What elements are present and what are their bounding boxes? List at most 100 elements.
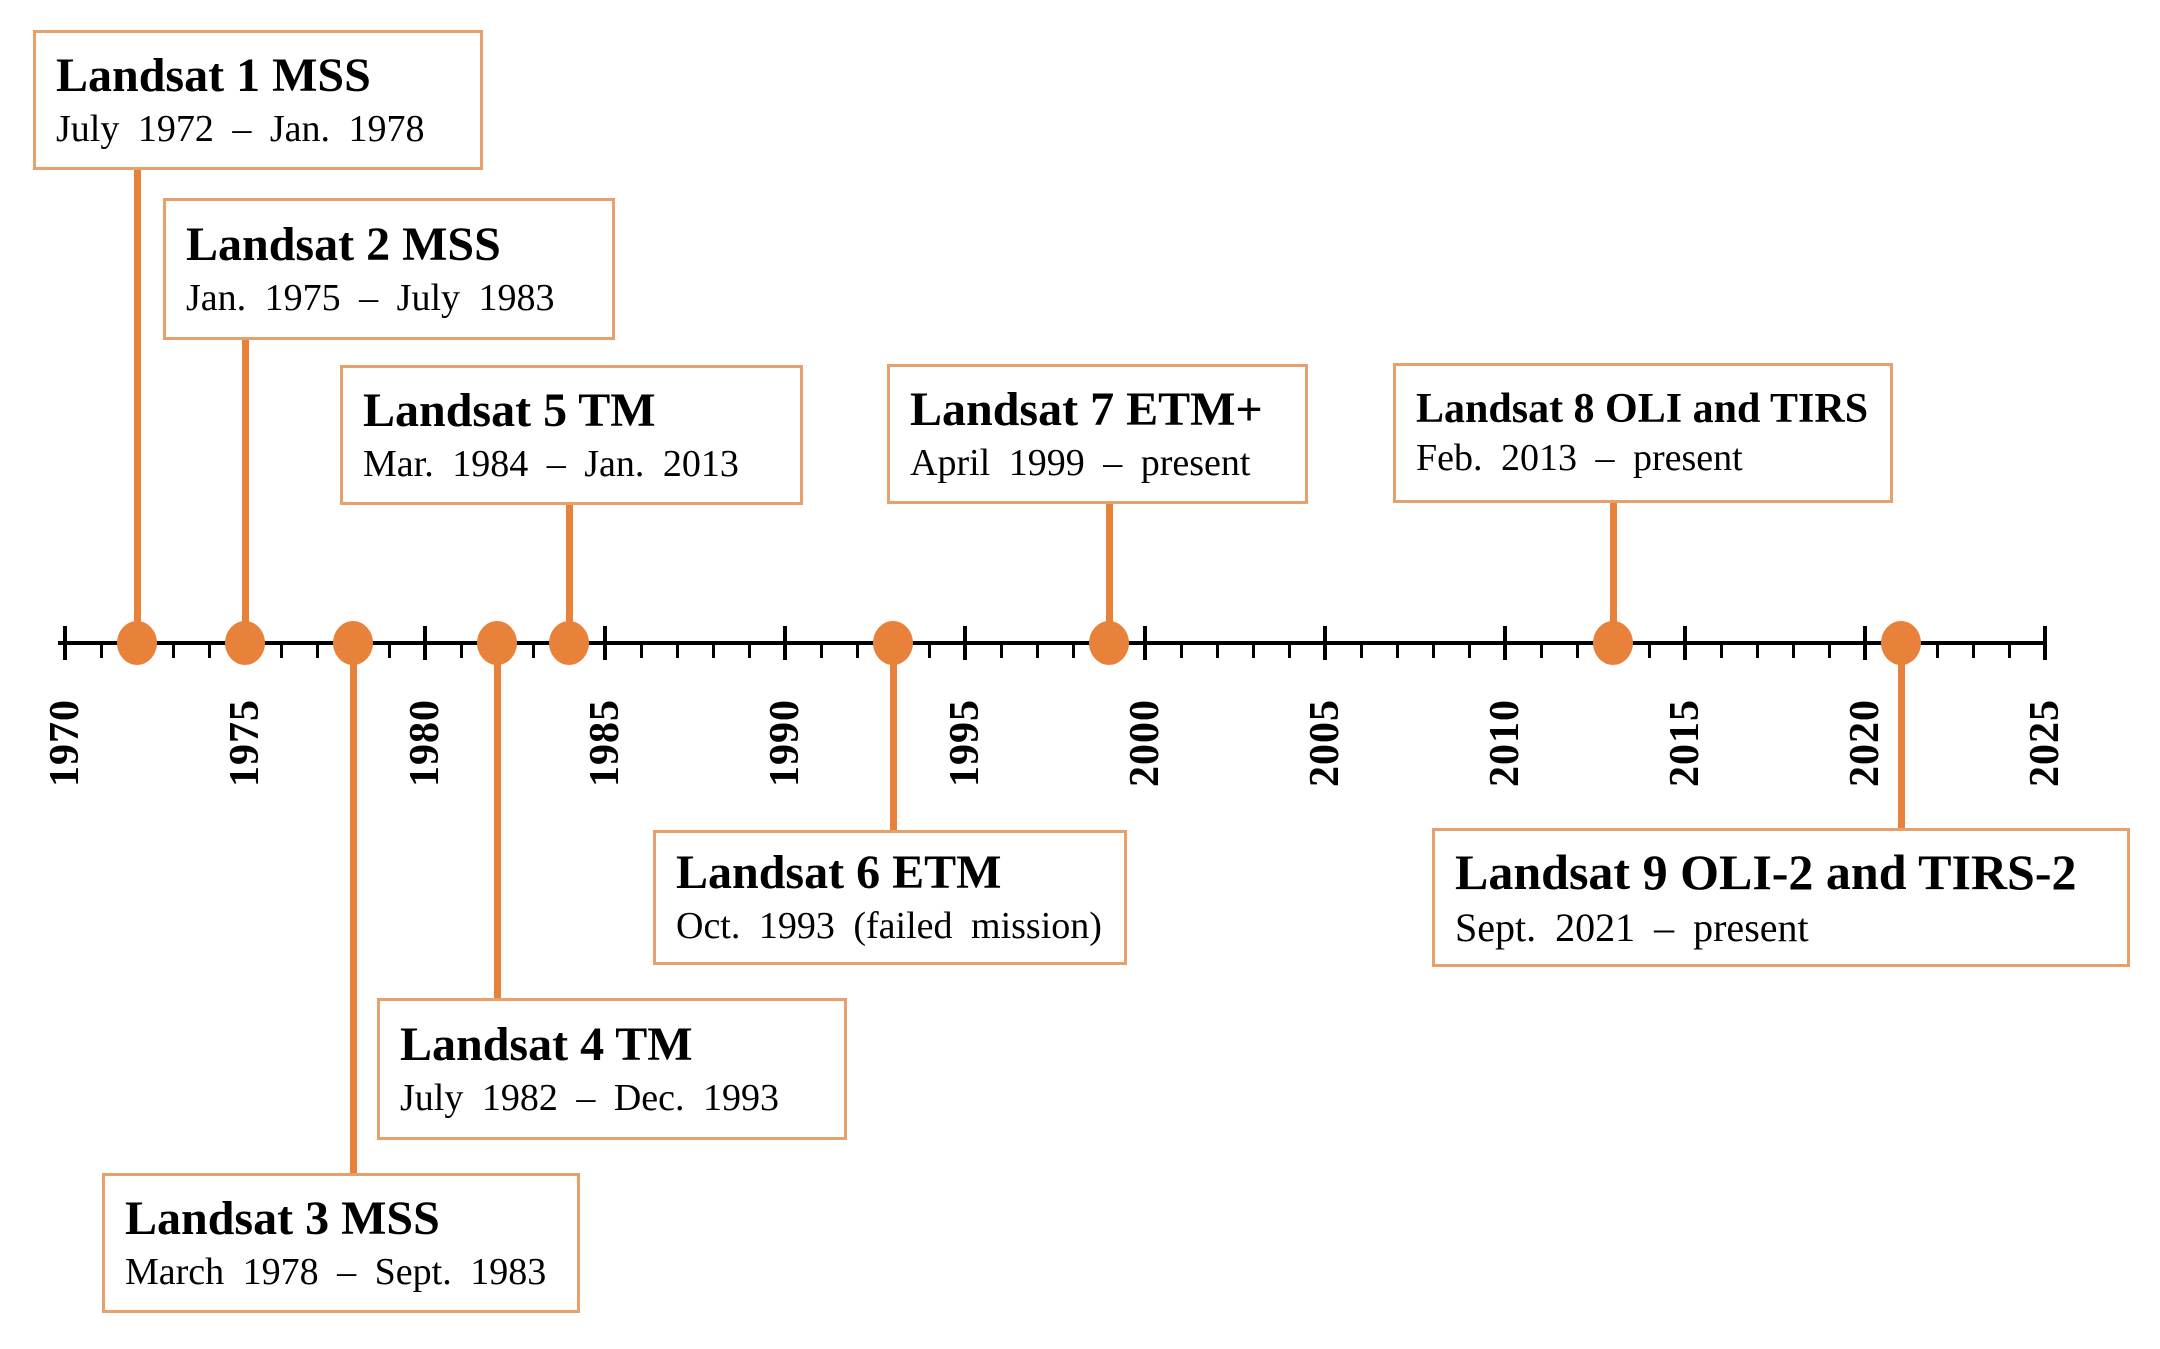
mission-connector-landsat-3 <box>350 643 357 1175</box>
launch-dot-landsat-3 <box>333 621 373 665</box>
axis-minor-tick-1991 <box>820 643 823 658</box>
mission-title-landsat-9: Landsat 9 OLI-2 and TIRS-2 <box>1455 844 2077 900</box>
year-label-1985: 1985 <box>582 668 628 818</box>
mission-connector-landsat-5 <box>566 503 573 643</box>
mission-dates-landsat-8: Feb. 2013 – present <box>1416 436 1743 479</box>
year-label-2000: 2000 <box>1122 668 1168 818</box>
axis-minor-tick-1994 <box>928 643 931 658</box>
axis-minor-tick-1974 <box>208 643 211 658</box>
axis-major-tick-1980 <box>423 626 427 660</box>
launch-dot-landsat-8 <box>1593 621 1633 665</box>
mission-title-landsat-8: Landsat 8 OLI and TIRS <box>1416 385 1869 432</box>
launch-dot-landsat-6 <box>873 621 913 665</box>
axis-major-tick-2010 <box>1503 626 1507 660</box>
year-label-text-1990: 1990 <box>762 699 808 787</box>
axis-minor-tick-2006 <box>1360 643 1363 658</box>
mission-connector-landsat-1 <box>134 168 141 643</box>
axis-minor-tick-2014 <box>1648 643 1651 658</box>
axis-minor-tick-1992 <box>856 643 859 658</box>
year-label-2010: 2010 <box>1482 668 1528 818</box>
mission-dates-landsat-6: Oct. 1993 (failed mission) <box>676 905 1102 948</box>
mission-connector-landsat-7 <box>1106 502 1113 643</box>
year-label-2020: 2020 <box>1842 668 1888 818</box>
timeline-axis <box>58 641 2047 645</box>
year-label-1970: 1970 <box>42 668 88 818</box>
year-label-text-2005: 2005 <box>1302 699 1348 787</box>
axis-minor-tick-1977 <box>316 643 319 658</box>
mission-box-landsat-6: Landsat 6 ETM Oct. 1993 (failed mission) <box>653 830 1127 965</box>
year-label-text-2020: 2020 <box>1842 699 1888 787</box>
year-label-1990: 1990 <box>762 668 808 818</box>
launch-dot-landsat-5 <box>549 621 589 665</box>
year-label-2005: 2005 <box>1302 668 1348 818</box>
year-label-1995: 1995 <box>942 668 988 818</box>
mission-title-landsat-7: Landsat 7 ETM+ <box>910 382 1263 436</box>
axis-minor-tick-2022 <box>1936 643 1939 658</box>
mission-box-landsat-2: Landsat 2 MSS Jan. 1975 – July 1983 <box>163 198 615 340</box>
mission-connector-landsat-9 <box>1898 643 1905 830</box>
year-label-text-1985: 1985 <box>582 699 628 787</box>
axis-minor-tick-2001 <box>1180 643 1183 658</box>
axis-major-tick-2005 <box>1323 626 1327 660</box>
year-label-text-1975: 1975 <box>222 699 268 787</box>
axis-minor-tick-2019 <box>1828 643 1831 658</box>
axis-minor-tick-2016 <box>1720 643 1723 658</box>
launch-dot-landsat-4 <box>477 621 517 665</box>
year-label-text-1980: 1980 <box>402 699 448 787</box>
year-label-text-2000: 2000 <box>1122 699 1168 787</box>
year-label-text-2025: 2025 <box>2022 699 2068 787</box>
mission-box-landsat-7: Landsat 7 ETM+ April 1999 – present <box>887 364 1308 504</box>
axis-major-tick-1995 <box>963 626 967 660</box>
mission-title-landsat-3: Landsat 3 MSS <box>125 1191 440 1245</box>
year-label-text-2015: 2015 <box>1662 699 1708 787</box>
mission-dates-landsat-1: July 1972 – Jan. 1978 <box>56 107 425 150</box>
mission-dates-landsat-5: Mar. 1984 – Jan. 2013 <box>363 442 739 485</box>
year-label-text-2010: 2010 <box>1482 699 1528 787</box>
axis-minor-tick-1989 <box>748 643 751 658</box>
mission-dates-landsat-3: March 1978 – Sept. 1983 <box>125 1250 547 1293</box>
mission-title-landsat-4: Landsat 4 TM <box>400 1017 693 1071</box>
mission-connector-landsat-2 <box>242 338 249 643</box>
axis-minor-tick-1973 <box>172 643 175 658</box>
axis-minor-tick-2008 <box>1432 643 1435 658</box>
launch-dot-landsat-2 <box>225 621 265 665</box>
axis-minor-tick-2023 <box>1972 643 1975 658</box>
axis-minor-tick-2017 <box>1756 643 1759 658</box>
axis-minor-tick-1971 <box>100 643 103 658</box>
mission-dates-landsat-2: Jan. 1975 – July 1983 <box>186 276 555 319</box>
year-label-text-1970: 1970 <box>42 699 88 787</box>
axis-minor-tick-1987 <box>676 643 679 658</box>
axis-major-tick-1985 <box>603 626 607 660</box>
year-label-1975: 1975 <box>222 668 268 818</box>
axis-minor-tick-1988 <box>712 643 715 658</box>
axis-minor-tick-2012 <box>1576 643 1579 658</box>
axis-major-tick-2000 <box>1143 626 1147 660</box>
axis-minor-tick-1997 <box>1036 643 1039 658</box>
axis-minor-tick-2004 <box>1288 643 1291 658</box>
mission-dates-landsat-7: April 1999 – present <box>910 441 1251 484</box>
mission-dates-landsat-9: Sept. 2021 – present <box>1455 905 1809 950</box>
mission-box-landsat-5: Landsat 5 TM Mar. 1984 – Jan. 2013 <box>340 365 803 505</box>
mission-title-landsat-6: Landsat 6 ETM <box>676 846 1002 900</box>
axis-major-tick-2015 <box>1683 626 1687 660</box>
year-label-text-1995: 1995 <box>942 699 988 787</box>
axis-minor-tick-1998 <box>1072 643 1075 658</box>
axis-minor-tick-2002 <box>1216 643 1219 658</box>
axis-minor-tick-1979 <box>388 643 391 658</box>
axis-minor-tick-1996 <box>1000 643 1003 658</box>
launch-dot-landsat-7 <box>1089 621 1129 665</box>
launch-dot-landsat-9 <box>1881 621 1921 665</box>
mission-title-landsat-2: Landsat 2 MSS <box>186 217 501 271</box>
mission-title-landsat-5: Landsat 5 TM <box>363 383 656 437</box>
year-label-2015: 2015 <box>1662 668 1708 818</box>
axis-minor-tick-1981 <box>460 643 463 658</box>
axis-minor-tick-1976 <box>280 643 283 658</box>
axis-major-tick-2020 <box>1863 626 1867 660</box>
axis-minor-tick-2009 <box>1468 643 1471 658</box>
axis-major-tick-1990 <box>783 626 787 660</box>
axis-major-tick-2025 <box>2043 626 2047 660</box>
